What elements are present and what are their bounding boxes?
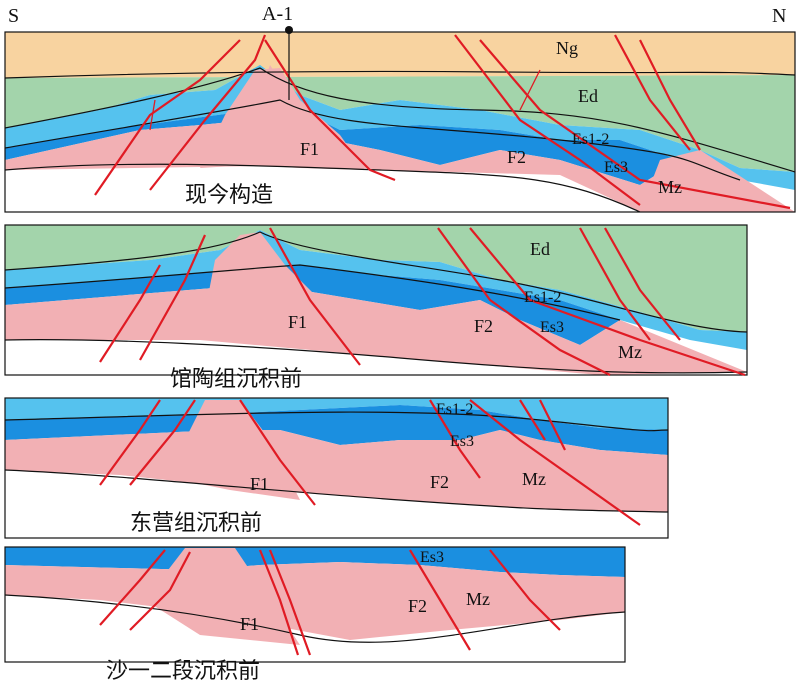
f1-uplift <box>200 232 340 345</box>
panel-caption: 现今构造 <box>185 183 273 208</box>
ng-label: Ng <box>556 38 578 58</box>
es12-layer <box>5 65 795 190</box>
es3-label: Es3 <box>540 319 564 336</box>
panel-pre-es12 <box>4 546 626 663</box>
panel-caption: 沙一二段沉积前 <box>106 659 260 684</box>
mz-label: Mz <box>466 589 490 609</box>
es3-label: Es3 <box>604 159 628 176</box>
ed-label: Ed <box>578 86 598 106</box>
f1-uplift <box>180 400 300 500</box>
es12-label: Es1-2 <box>524 289 561 306</box>
es12-label: Es1-2 <box>572 131 609 148</box>
f1-label: F1 <box>300 139 319 159</box>
f1-label: F1 <box>288 312 307 332</box>
basement-layer <box>5 430 668 512</box>
f1-label: F1 <box>250 474 269 494</box>
es3-layer <box>5 405 668 455</box>
basement-layer <box>5 65 795 212</box>
es12-layer <box>5 230 747 350</box>
mz-label: Mz <box>658 177 682 197</box>
mz-label: Mz <box>522 469 546 489</box>
f2-label: F2 <box>474 316 493 336</box>
mz-label: Mz <box>618 342 642 362</box>
basement-layer <box>5 285 747 375</box>
mz-block <box>640 150 795 212</box>
well-label: A-1 <box>262 3 293 25</box>
ed-label: Ed <box>530 239 550 259</box>
f2-label: F2 <box>507 147 526 167</box>
panel-present-day <box>4 26 796 213</box>
es3-label: Es3 <box>450 433 474 450</box>
f1-uplift <box>200 68 365 170</box>
ng-layer <box>5 32 795 78</box>
panel-pre-guantao <box>4 224 748 377</box>
f1-uplift <box>145 548 300 645</box>
es12-label: Es1-2 <box>436 401 473 418</box>
south-label: S <box>8 5 19 27</box>
es3-label: Es3 <box>420 549 444 566</box>
ed-layer <box>5 225 747 332</box>
f2-label: F2 <box>430 472 449 492</box>
es12-layer <box>5 398 668 430</box>
panel-caption: 馆陶组沉积前 <box>170 367 302 392</box>
north-label: N <box>772 5 786 27</box>
ed-layer <box>5 65 795 172</box>
panel-caption: 东营组沉积前 <box>130 511 262 536</box>
panel-pre-dongying <box>4 397 669 539</box>
f2-label: F2 <box>408 596 427 616</box>
es3-layer <box>5 265 620 345</box>
f1-label: F1 <box>240 614 259 634</box>
